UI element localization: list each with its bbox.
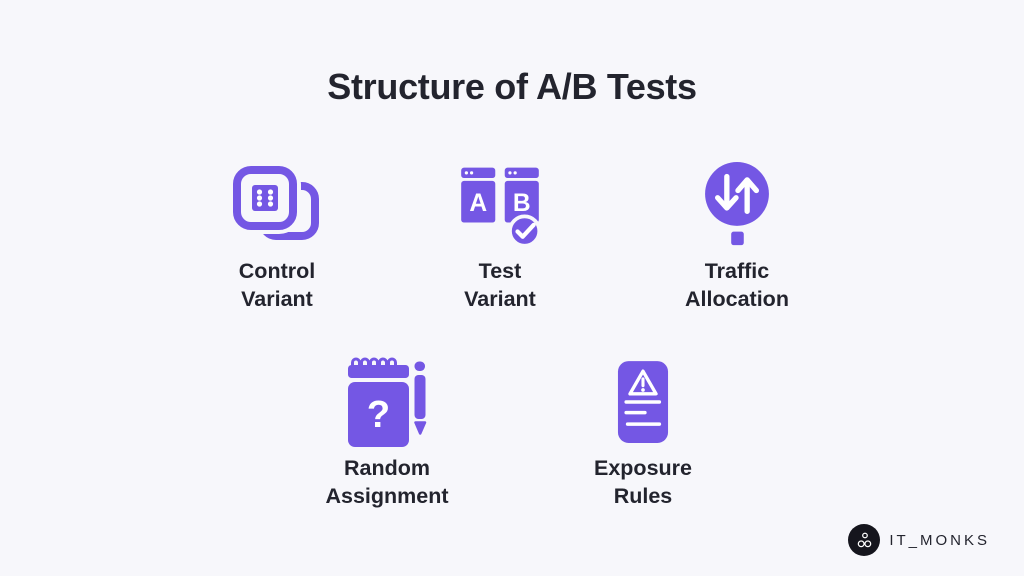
feature-label: Exposure Rules xyxy=(594,456,692,508)
document-warning-icon xyxy=(533,352,753,452)
feature-traffic-allocation: Traffic Allocation xyxy=(627,155,847,313)
feature-label: Control Variant xyxy=(238,259,316,311)
notepad-question-pen-icon-svg: ? xyxy=(348,357,427,447)
variant-b-letter: B xyxy=(513,190,531,217)
ab-test-check-icon: A B xyxy=(390,155,610,255)
variant-a-letter: A xyxy=(469,190,487,217)
up-down-arrows-icon-svg xyxy=(705,161,769,245)
feature-label: Traffic Allocation xyxy=(685,259,789,311)
document-warning-icon-svg xyxy=(617,360,669,443)
monk-meditation-icon-svg xyxy=(857,532,872,547)
feature-random-assignment: ? Random Assignment xyxy=(277,352,497,510)
ab-test-check-icon-svg: A B xyxy=(461,167,540,248)
question-mark-glyph: ? xyxy=(367,394,390,436)
feature-label: Random Assignment xyxy=(325,456,449,508)
notepad-question-pen-icon: ? xyxy=(277,352,497,452)
monk-meditation-icon xyxy=(848,524,881,556)
up-down-arrows-icon xyxy=(627,155,847,255)
feature-exposure-rules: Exposure Rules xyxy=(533,352,753,510)
feature-control-variant: Control Variant xyxy=(167,155,387,313)
copy-grid-icon-svg xyxy=(231,166,319,240)
copy-grid-icon xyxy=(167,155,387,255)
feature-label: Test Variant xyxy=(464,259,536,311)
brand-name: IT_MONKS xyxy=(889,531,990,549)
feature-test-variant: A B Test Variant xyxy=(390,155,610,313)
brand-logo: IT_MONKS xyxy=(848,524,990,556)
page-title: Structure of A/B Tests xyxy=(327,66,697,107)
